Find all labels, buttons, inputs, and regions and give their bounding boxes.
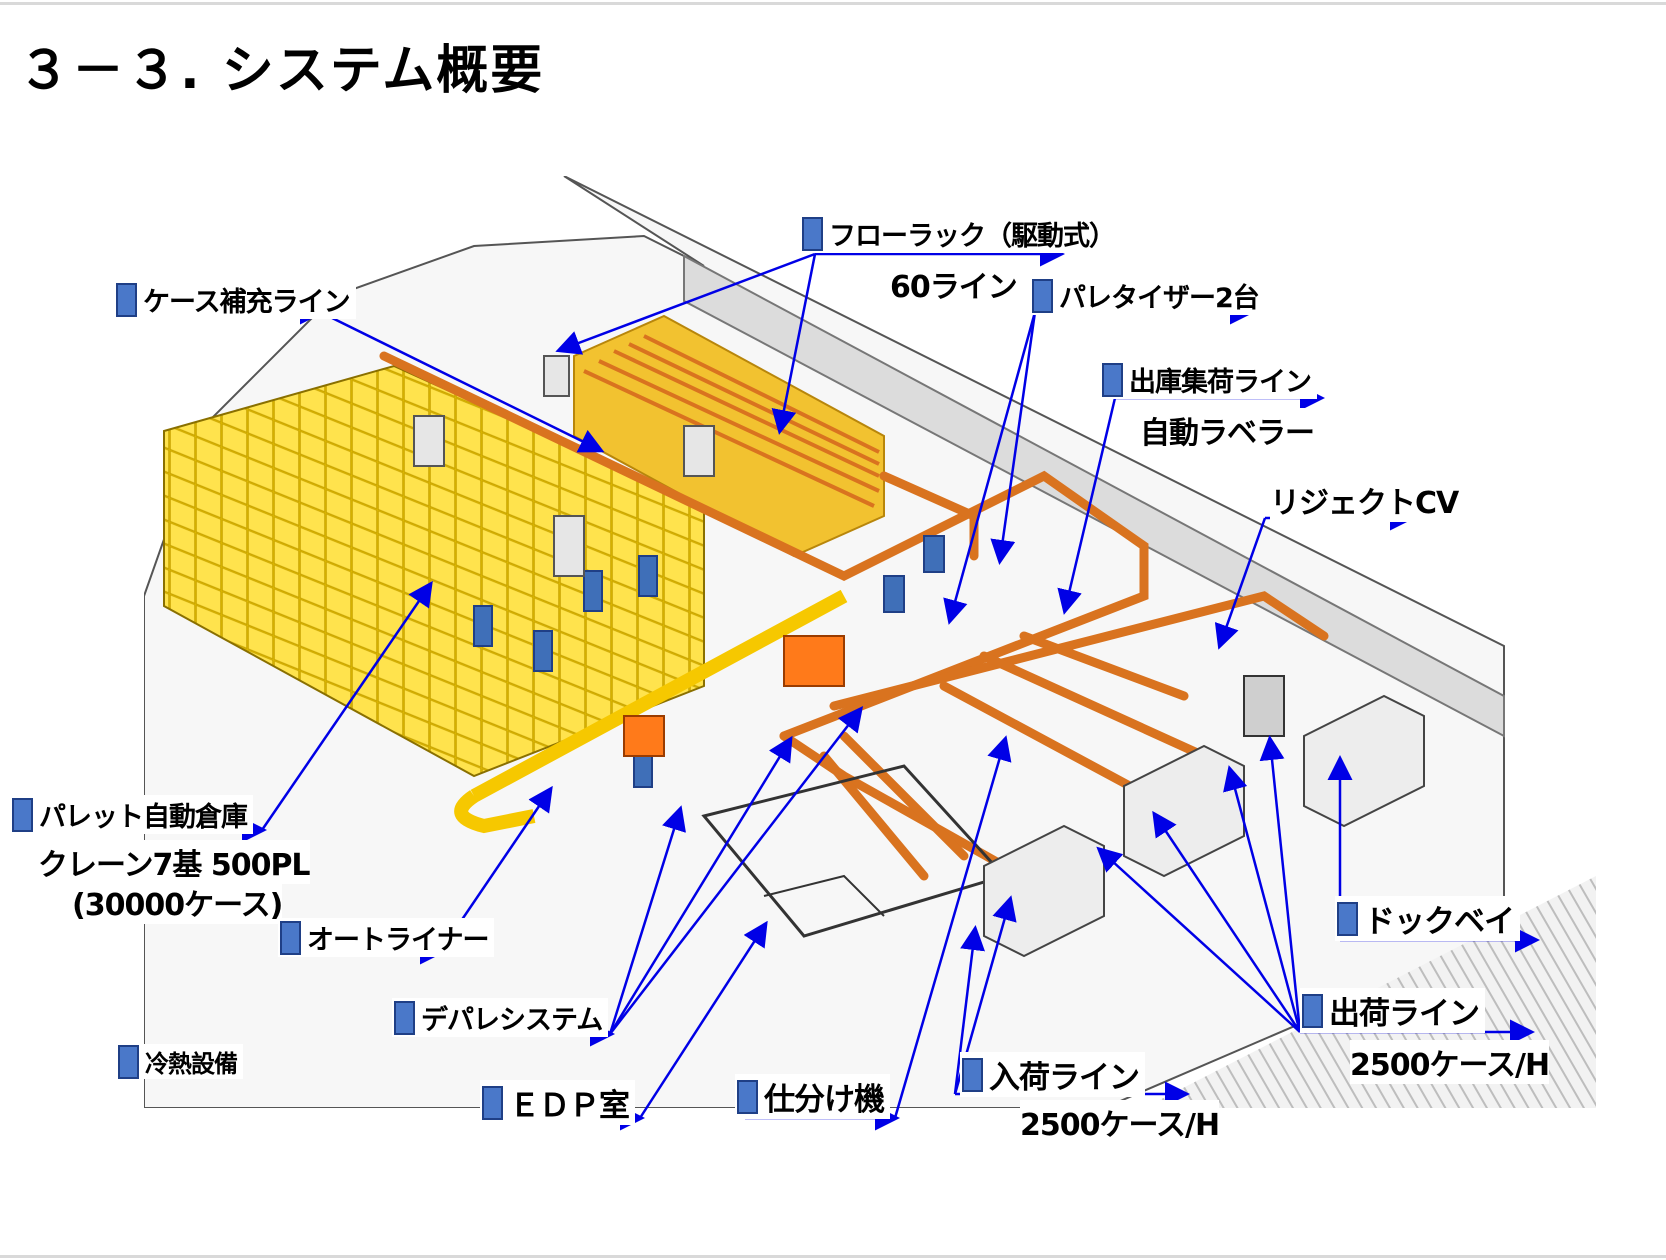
label-dock-bay: ドックベイ — [1335, 896, 1520, 941]
marker-square — [737, 1079, 758, 1114]
marker-square — [12, 797, 33, 832]
bottom-divider — [0, 1255, 1666, 1258]
top-divider — [0, 2, 1666, 5]
pallet-asrs-sub1: クレーン7基 500PL — [38, 840, 311, 884]
label-palletizer: パレタイザー2台 — [1030, 276, 1265, 315]
sorter-machine-2 — [623, 715, 665, 757]
label-pallet-asrs: パレット自動倉庫 — [10, 795, 253, 834]
dock-bay-door — [1243, 675, 1285, 737]
flow-rack-sub: 60ライン — [890, 262, 1018, 306]
marker-square — [1337, 901, 1358, 936]
marker-square — [962, 1057, 983, 1092]
page-title: ３－３. システム概要 — [18, 41, 545, 101]
marker-square — [482, 1085, 503, 1120]
marker-square — [1032, 278, 1053, 313]
marker-square — [1302, 993, 1323, 1028]
inbound-line-sub: 2500ケース/H — [1020, 1100, 1220, 1144]
label-sorter: 仕分け機 — [735, 1074, 890, 1119]
pallet-asrs-sub2: (30000ケース) — [72, 880, 283, 924]
marker-square — [802, 216, 823, 251]
outbound-line-sub: 2500ケース/H — [1350, 1040, 1550, 1084]
label-flow-rack: フローラック（駆動式） — [800, 214, 1121, 253]
label-outbound-collect: 出庫集荷ライン — [1100, 360, 1317, 399]
marker-square — [118, 1044, 139, 1079]
marker-square — [280, 920, 301, 955]
marker-square — [1102, 362, 1123, 397]
sorter-machine — [783, 635, 845, 687]
label-inbound-line: 入荷ライン — [960, 1052, 1145, 1097]
facility-isometric-drawing — [144, 176, 1596, 1108]
marker-square — [116, 282, 137, 317]
label-depal-system: デパレシステム — [392, 998, 609, 1037]
label-auto-liner: オートライナー — [278, 918, 495, 957]
outbound-collect-sub: 自動ラベラー — [1140, 408, 1315, 452]
label-outbound-line: 出荷ライン — [1300, 988, 1485, 1033]
marker-square — [394, 1000, 415, 1035]
label-reject-cv: リジェクトCV — [1270, 478, 1459, 522]
label-case-replenish: ケース補充ライン — [114, 280, 356, 319]
label-edp-room: ＥＤＰ室 — [480, 1080, 635, 1125]
label-cold-heat: 冷熱設備 — [116, 1044, 243, 1079]
